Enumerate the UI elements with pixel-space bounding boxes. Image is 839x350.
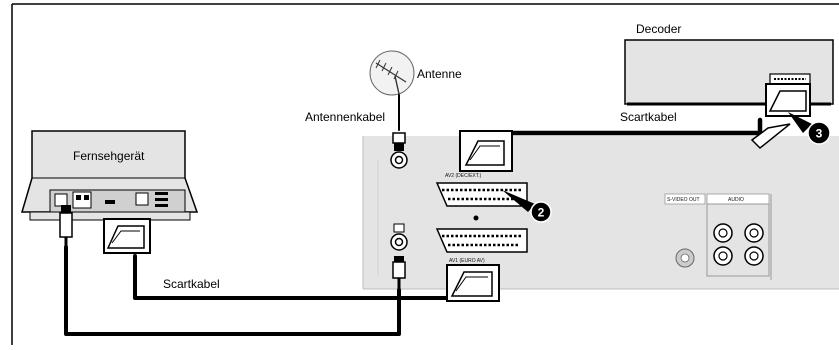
antenna-in-socket <box>390 151 408 169</box>
rf-out-socket <box>390 223 408 251</box>
svideo-out-label: S-VIDEO OUT <box>667 197 700 203</box>
scart-plug-icon <box>446 264 500 302</box>
fernsehgeraet-label: Fernsehgerät <box>73 149 145 163</box>
tv-device <box>20 130 199 221</box>
frame <box>11 3 839 345</box>
av2-scart-socket <box>435 182 528 207</box>
scartkabel-bottom-label: Scartkabel <box>163 277 220 291</box>
callout-2-text: 2 <box>538 206 545 220</box>
panel-dot <box>473 215 479 221</box>
svideo-audio-block <box>664 193 772 280</box>
antenna-icon <box>369 50 415 96</box>
scartkabel-top-label: Scartkabel <box>620 110 677 124</box>
scart-plug-icon <box>459 130 513 172</box>
antennenkabel-label: Antennenkabel <box>305 110 385 124</box>
coax-plug-icon <box>392 256 406 290</box>
av1-scart-socket <box>435 228 528 253</box>
coax-plug-icon <box>59 205 73 248</box>
callout-3: 3 <box>788 112 831 145</box>
callout-2: 2 <box>502 190 552 223</box>
scart-plug-icon <box>103 218 151 254</box>
callout-3-text: 3 <box>816 127 823 141</box>
coax-plug-icon <box>392 132 406 151</box>
antenne-label: Antenne <box>417 67 462 81</box>
scart-plug-icon <box>750 83 811 150</box>
vcr-rear-panel <box>362 136 839 290</box>
audio-label: AUDIO <box>728 197 744 203</box>
av1-label: AV1 (EURO AV) <box>449 258 485 264</box>
decoder-label: Decoder <box>636 22 681 36</box>
av2-label: AV2 (DEC/EXT.) <box>445 173 482 179</box>
